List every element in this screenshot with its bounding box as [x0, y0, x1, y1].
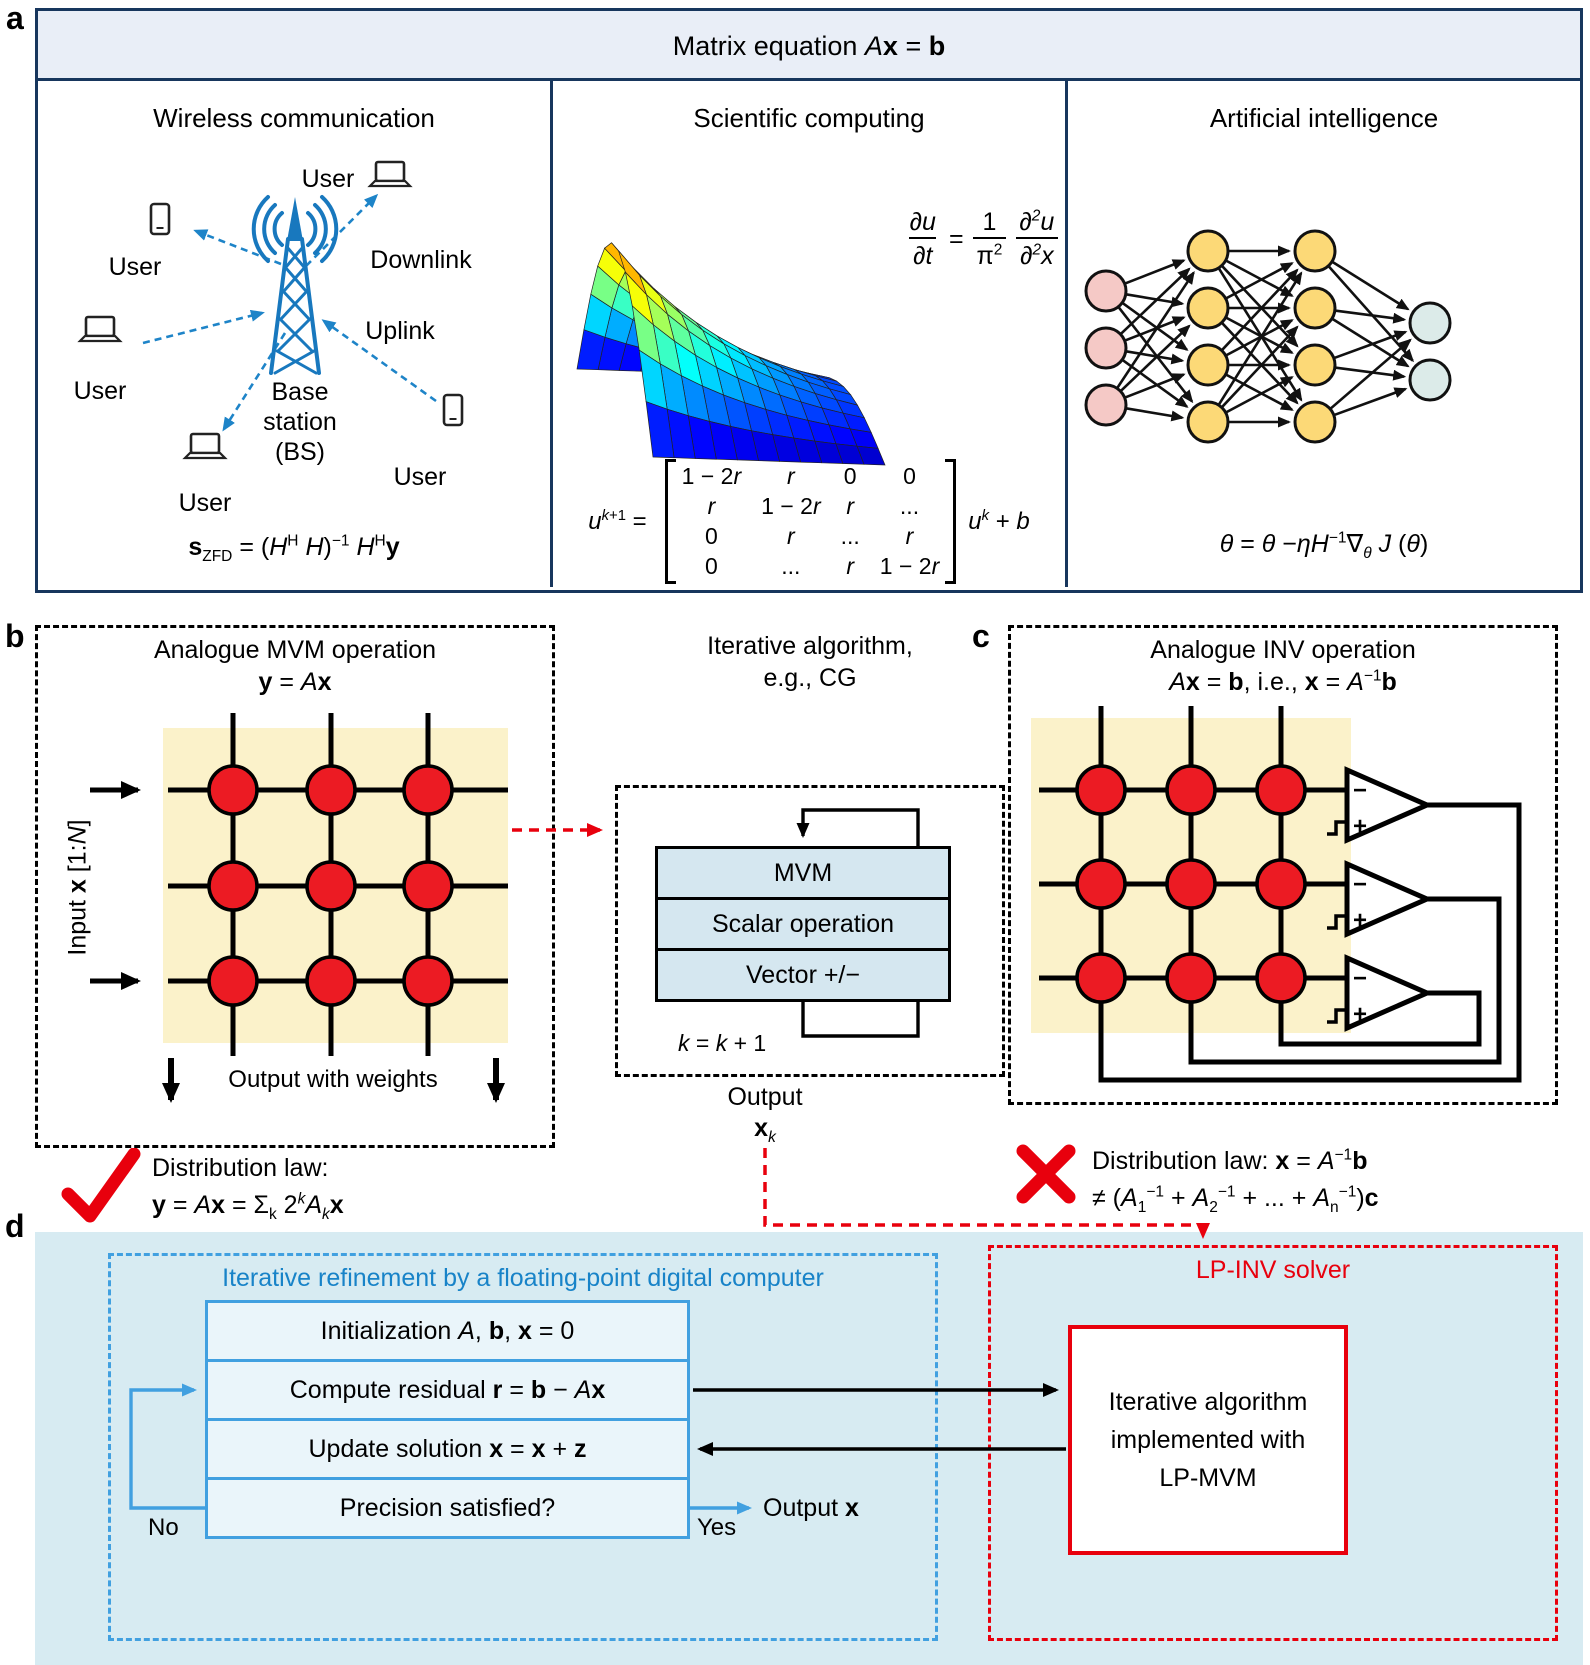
- iterative-refinement-box: Iterative refinement by a floating-point…: [108, 1253, 938, 1641]
- wireless-illustration: [77, 160, 464, 460]
- flow-precision: Precision satisfied?: [205, 1477, 690, 1539]
- zfd-formula: sZFD = (HH H)−1 HHy: [188, 532, 400, 565]
- panel-b: Analogue MVM operation y = Ax: [35, 625, 555, 1148]
- crossbar-array-inv: − + − + − +: [1031, 706, 1522, 1083]
- downlink-label: Downlink: [370, 246, 472, 274]
- crossbar-array-mvm: [90, 713, 508, 1103]
- cross-icon: [1016, 1144, 1076, 1204]
- solver-title: LP-INV solver: [1195, 1256, 1351, 1284]
- neural-network: [1084, 229, 1452, 444]
- matrix-bracket-right: [945, 459, 957, 584]
- wireless-title: Wireless communication: [153, 103, 435, 133]
- algorithm-steps: MVM Scalar operation Vector +/−: [655, 846, 951, 1002]
- lp-inv-solver-box: LP-INV solver: [988, 1245, 1558, 1641]
- inv-distribution-law: Distribution law: x = A−1b ≠ (A1−1 + A2−…: [1092, 1146, 1379, 1216]
- memristor-cells: [1075, 764, 1307, 1004]
- refinement-title: Iterative refinement by a floating-point…: [222, 1264, 824, 1292]
- panel-b-title: Analogue MVM operation: [153, 636, 437, 664]
- user-label: User: [108, 253, 162, 281]
- uplink-label: Uplink: [365, 317, 435, 345]
- matrix-bracket-left: [664, 459, 676, 584]
- mvm-distribution-law: Distribution law: y = Ax = Σk 2kAkx: [152, 1154, 344, 1223]
- user-label: User: [393, 463, 447, 491]
- iteration-counter: k = k + 1: [678, 1030, 767, 1056]
- input-vector-label: Input x [1:N]: [63, 819, 92, 956]
- lp-mvm-algorithm-box: Iterative algorithm implemented with LP-…: [1068, 1325, 1348, 1555]
- step-mvm: MVM: [655, 846, 951, 900]
- user-label: User: [301, 165, 355, 193]
- panel-c-title: Analogue INV operation: [1150, 636, 1416, 664]
- op-amp-icon: − +: [1327, 766, 1434, 844]
- final-output-label: Output x: [763, 1494, 859, 1522]
- panel-b-label: b: [5, 618, 25, 654]
- phone-icon: [149, 202, 171, 236]
- laptop-icon: [182, 432, 228, 460]
- user-label: User: [178, 489, 232, 517]
- yes-label: Yes: [697, 1514, 737, 1541]
- panel-a-title: Matrix equation Ax = b: [38, 11, 1580, 81]
- panel-a-body: Wireless communication: [38, 81, 1580, 587]
- iterative-title: Iterative algorithm, e.g., CG: [707, 632, 913, 692]
- flow-update: Update solution x = x + z: [205, 1418, 690, 1480]
- flow-initialization: Initialization A, b, x = 0: [205, 1300, 690, 1362]
- laptop-icon: [367, 160, 413, 188]
- phone-icon: [442, 393, 464, 427]
- base-station-label: Base station (BS): [263, 378, 337, 466]
- scientific-title: Scientific computing: [693, 103, 925, 133]
- panel-d-label: d: [5, 1208, 25, 1244]
- svg-text:−: −: [1353, 871, 1367, 898]
- memristor-cells: [207, 764, 454, 1007]
- checkmark-icon: [61, 1148, 141, 1223]
- panel-a: Matrix equation Ax = b Wireless communic…: [35, 8, 1583, 593]
- svg-text:+: +: [1353, 1001, 1367, 1028]
- wireless-column: Wireless communication: [38, 81, 550, 587]
- ai-column: Artificial intelligence θ = θ −ηH−1∇θ J …: [1065, 81, 1580, 587]
- panel-c: Analogue INV operation Ax = b, i.e., x =…: [1008, 625, 1558, 1105]
- refinement-flow: Initialization A, b, x = 0 Compute resid…: [205, 1300, 690, 1539]
- base-station-icon: [251, 195, 339, 375]
- panel-a-label: a: [6, 0, 24, 36]
- ai-formula: θ = θ −ηH−1∇θ J (θ): [1219, 529, 1429, 562]
- laptop-icon: [77, 315, 123, 343]
- output-weights-label: Output with weights: [228, 1066, 438, 1093]
- step-vector: Vector +/−: [655, 948, 951, 1002]
- iterative-output: Output xk: [727, 1083, 803, 1146]
- panel-b-subtitle: y = Ax: [258, 668, 332, 696]
- flow-residual: Compute residual r = b − Ax: [205, 1359, 690, 1421]
- panel-c-subtitle: Ax = b, i.e., x = A−1b: [1169, 667, 1397, 696]
- no-label: No: [148, 1514, 179, 1541]
- surface-plot: [576, 242, 886, 466]
- feedback-wires: [1098, 802, 1522, 1083]
- op-amp-icon: − +: [1327, 954, 1434, 1032]
- iterative-algorithm-box: MVM Scalar operation Vector +/− k = k + …: [615, 785, 1005, 1077]
- output-arrows: [162, 1058, 505, 1103]
- op-amp-icon: − +: [1327, 860, 1434, 938]
- step-scalar: Scalar operation: [655, 897, 951, 951]
- ai-title: Artificial intelligence: [1209, 103, 1439, 133]
- svg-text:−: −: [1353, 777, 1367, 804]
- svg-text:+: +: [1353, 907, 1367, 934]
- panel-c-label: c: [972, 618, 990, 654]
- user-label: User: [73, 377, 127, 405]
- svg-text:−: −: [1353, 965, 1367, 992]
- input-arrows: [90, 781, 141, 990]
- svg-text:+: +: [1353, 813, 1367, 840]
